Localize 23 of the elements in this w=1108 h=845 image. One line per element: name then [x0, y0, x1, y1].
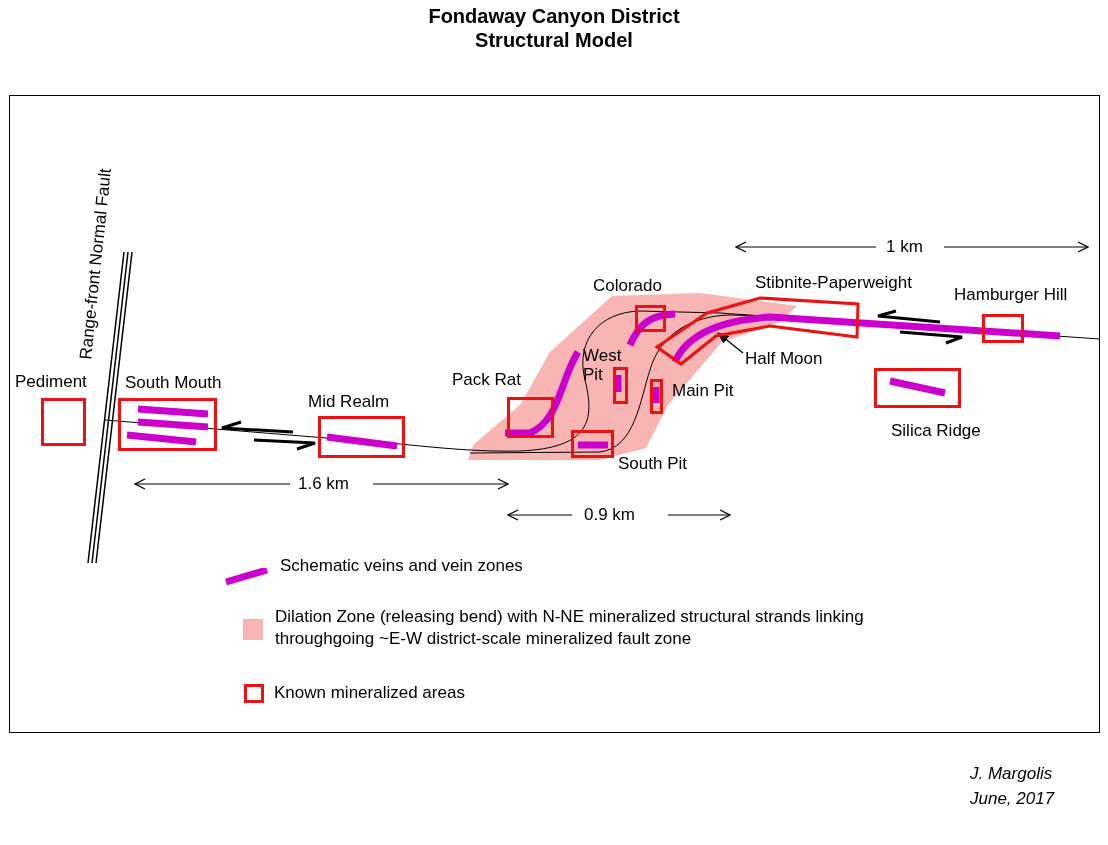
- distance-label: 1 km: [886, 237, 923, 257]
- legend-text: Dilation Zone (releasing bend) with N-NE mineralized structural strands linking throughgoing ~E-W district-scale mineralized fault zone: [275, 606, 865, 650]
- area-label: Pack Rat: [452, 370, 521, 389]
- area-label: South Mouth: [125, 373, 222, 392]
- legend-text: Known mineralized areas: [274, 682, 466, 704]
- diagram-title: Fondaway Canyon District Structural Model: [427, 4, 681, 52]
- area-label: Silica Ridge: [891, 421, 981, 440]
- author-note: June, 2017: [970, 789, 1055, 809]
- area-label: Half Moon: [745, 349, 823, 368]
- distance-label: 0.9 km: [584, 505, 636, 525]
- area-label: Colorado: [593, 276, 662, 295]
- area-label: Stibnite-Paperweight: [755, 273, 912, 292]
- area-label: Mid Realm: [308, 392, 390, 411]
- area-label: Pediment: [15, 372, 87, 391]
- legend-text: Schematic veins and vein zones: [280, 555, 524, 577]
- area-label: South Pit: [618, 454, 687, 473]
- author-note: J. Margolis: [970, 764, 1053, 784]
- fault-label: Range-front Normal Fault: [76, 166, 116, 361]
- distance-label: 1.6 km: [298, 474, 350, 494]
- area-label: Hamburger Hill: [954, 285, 1068, 304]
- area-label: West Pit: [583, 346, 623, 384]
- area-label: Main Pit: [672, 381, 734, 400]
- leader-line: [717, 332, 744, 354]
